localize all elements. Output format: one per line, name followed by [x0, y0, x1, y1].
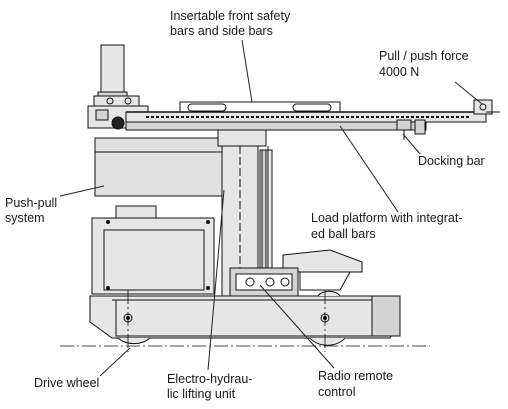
label-pull-push-line2: 4000 N	[379, 65, 419, 79]
leader-push-pull	[59, 185, 105, 197]
radio-remote-mechanism	[229, 267, 299, 297]
label-load-platform-line1: Load platform with integrat-	[311, 211, 462, 225]
pull-push-end	[473, 99, 500, 115]
label-electro-line1: Electro-hydrau-	[167, 372, 252, 386]
top-motor	[93, 44, 140, 107]
docking-bar-piece	[396, 119, 412, 140]
label-radio-line2: control	[318, 385, 356, 399]
wheels	[117, 290, 346, 346]
label-electro-line2: lic lifting unit	[167, 387, 236, 401]
leader-load-platform	[339, 125, 399, 213]
label-push-pull-line2: system	[5, 211, 45, 225]
leader-radio-remote	[259, 284, 335, 369]
vehicle-drawing	[60, 44, 500, 352]
leader-docking-bar	[402, 133, 421, 155]
label-pull-push-line1: Pull / push force	[379, 49, 469, 63]
label-load-platform-line2: ed ball bars	[311, 227, 376, 241]
leader-pull-push	[454, 81, 483, 105]
label-radio-line1: Radio remote	[318, 369, 393, 383]
chassis	[89, 295, 401, 339]
center-lines	[60, 290, 430, 352]
leader-safety-bars	[241, 39, 253, 103]
label-push-pull-line1: Push-pull	[5, 196, 57, 210]
battery-box	[91, 205, 215, 295]
leader-lines	[59, 39, 483, 377]
label-safety-bars-line1: Insertable front safety	[170, 9, 291, 23]
leader-electro-hydraulic	[207, 189, 225, 371]
load-platform	[125, 101, 487, 135]
leader-drive-wheel	[99, 347, 131, 377]
labels: Insertable front safety bars and side ba…	[5, 9, 485, 401]
label-docking-bar: Docking bar	[418, 154, 485, 168]
label-safety-bars-line2: bars and side bars	[170, 24, 273, 38]
label-drive-wheel: Drive wheel	[34, 376, 99, 390]
push-pull-system-body	[94, 137, 226, 197]
